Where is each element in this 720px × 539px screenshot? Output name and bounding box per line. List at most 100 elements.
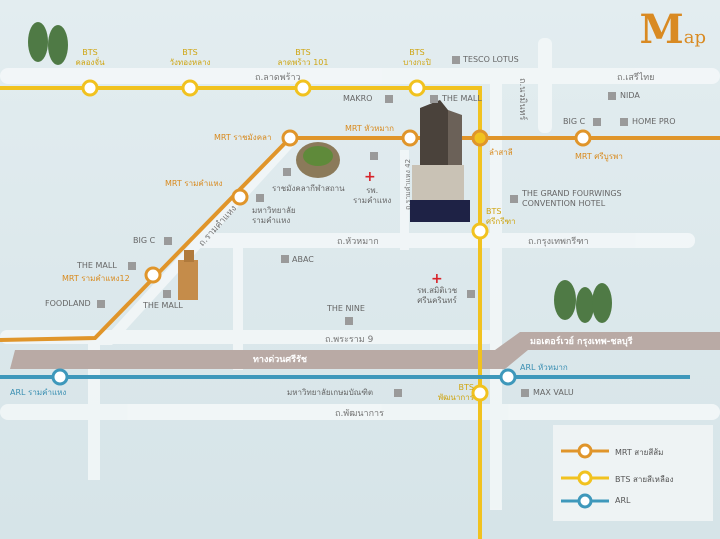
landmark-the-mall-2: THE MALL — [77, 261, 117, 270]
legend-station-bts-icon — [577, 470, 593, 486]
hospital-icon: + — [364, 169, 376, 185]
legend: MRT สายสีส้ม BTS สายสีเหลือง ARL — [553, 425, 713, 521]
station-mrt-rajamangala[interactable]: MRT ราชมังคลา — [214, 133, 272, 142]
landmark-marker — [163, 290, 171, 298]
station-bts-marker[interactable] — [408, 79, 426, 97]
station-bts-marker[interactable] — [471, 222, 489, 240]
road-ladprao — [0, 68, 720, 84]
legend-station-mrt-icon — [577, 443, 593, 459]
road-label-ladprao: ถ.ลาดพร้าว — [255, 73, 301, 83]
legend-label-arl: ARL — [615, 496, 631, 505]
landmark-marker — [430, 95, 438, 103]
station-arl-huamak[interactable]: ARL หัวหมาก — [520, 363, 568, 372]
landmark-nida: NIDA — [620, 91, 640, 100]
landmark-marker — [128, 262, 136, 270]
landmark-marker — [593, 118, 601, 126]
station-bts-marker[interactable] — [294, 79, 312, 97]
landmark-marker — [510, 195, 518, 203]
landmark-max-valu: MAX VALU — [533, 388, 574, 397]
landmark-marker — [345, 317, 353, 325]
road-nawamin — [538, 38, 552, 133]
station-lamsali[interactable]: ลำสาลี — [489, 148, 513, 157]
mall-building-icon — [178, 250, 198, 300]
landmark-marker — [385, 95, 393, 103]
station-mrt-marker[interactable] — [231, 188, 249, 206]
station-bts-marker[interactable] — [471, 384, 489, 402]
road-huamak — [190, 233, 695, 248]
road-label-nawamin: ถ.นวมินทร์ — [517, 78, 527, 121]
station-bts-marker[interactable] — [81, 79, 99, 97]
landmark-marker — [452, 56, 460, 64]
landmark-the-mall-3: THE MALL — [143, 301, 183, 310]
station-interchange-lamsali-marker[interactable] — [471, 129, 489, 147]
landmark-foodland: FOODLAND — [45, 299, 91, 308]
road-rama9 — [0, 330, 495, 344]
road-label-krungthep-kreetha: ถ.กรุงเทพกรีฑา — [528, 237, 589, 247]
station-bts-marker[interactable] — [181, 79, 199, 97]
landmark-marker — [467, 290, 475, 298]
landmark-kasem-bundit-university: มหาวิทยาลัยเกษมบัณฑิต — [287, 388, 374, 397]
expressway-label-motorway: มอเตอร์เวย์ กรุงเทพ-ชลบุรี — [530, 337, 633, 347]
landmark-marker — [370, 152, 378, 160]
landmark-the-nine: THE NINE — [327, 304, 365, 313]
condo-building-icon — [410, 100, 470, 222]
expressway-band — [10, 332, 720, 369]
map-title: Map — [639, 6, 706, 53]
station-mrt-marker[interactable] — [574, 129, 592, 147]
station-arl-marker[interactable] — [499, 368, 517, 386]
road-vertical-3 — [490, 70, 502, 510]
station-mrt-huamak[interactable]: MRT หัวหมาก — [345, 124, 394, 133]
expressway-label-sirat: ทางด่วนศรีรัช — [253, 355, 307, 365]
station-mrt-ramkhamhaeng[interactable]: MRT รามคำแหง — [165, 179, 223, 188]
station-arl-marker[interactable] — [51, 368, 69, 386]
landmark-ramkhamhaeng-hospital: รพ.รามคำแหง — [353, 186, 392, 205]
road-label-pattanakarn: ถ.พัฒนาการ — [335, 409, 384, 419]
mrt-orange-line — [0, 136, 720, 342]
station-mrt-marker[interactable] — [281, 129, 299, 147]
landmark-makro: MAKRO — [343, 94, 373, 103]
legend-swatches — [561, 443, 609, 509]
station-mrt-sriburapha[interactable]: MRT ศรีบูรพา — [575, 152, 623, 161]
road-pattanakarn — [0, 404, 720, 420]
road-ramkhamhaeng — [98, 140, 299, 345]
landmark-marker — [281, 255, 289, 263]
landmark-the-mall: THE MALL — [442, 94, 482, 103]
landmark-big-c: BIG C — [563, 117, 586, 126]
landmark-big-c-2: BIG C — [133, 236, 156, 245]
road-label-serithai: ถ.เสรีไทย — [617, 73, 655, 83]
landmark-abac: ABAC — [292, 255, 314, 264]
landmark-marker — [256, 194, 264, 202]
road-label-rama9: ถ.พระราม 9 — [325, 335, 374, 345]
landmark-marker — [283, 168, 291, 176]
legend-label-bts: BTS สายสีเหลือง — [615, 475, 674, 484]
landmark-marker — [620, 118, 628, 126]
landmark-rajamangala-stadium: ราชมังคลากีฬาสถาน — [272, 184, 345, 193]
stadium-icon — [296, 142, 340, 178]
landmark-ramkhamhaeng-university: มหาวิทยาลัยรามคำแหง — [252, 206, 296, 225]
title-letter-m: M — [639, 6, 684, 53]
road-label-huamak: ถ.หัวหมาก — [337, 237, 379, 247]
station-mrt-ramkhamhaeng12[interactable]: MRT รามคำแหง12 — [62, 274, 130, 283]
roads — [0, 38, 720, 510]
landmark-marker — [608, 92, 616, 100]
trees-icon — [28, 22, 612, 323]
landmark-tesco-lotus: TESCO LOTUS — [463, 55, 519, 64]
legend-label-mrt: MRT สายสีส้ม — [615, 448, 664, 457]
landmark-home-pro: HOME PRO — [632, 117, 676, 126]
station-arl-ramkhamhaeng[interactable]: ARL รามคำแหง — [10, 388, 67, 397]
landmark-marker — [521, 389, 529, 397]
station-mrt-marker[interactable] — [401, 129, 419, 147]
landmark-marker — [394, 389, 402, 397]
title-ap: ap — [683, 27, 706, 48]
station-mrt-marker[interactable] — [144, 266, 162, 284]
landmark-marker — [97, 300, 105, 308]
